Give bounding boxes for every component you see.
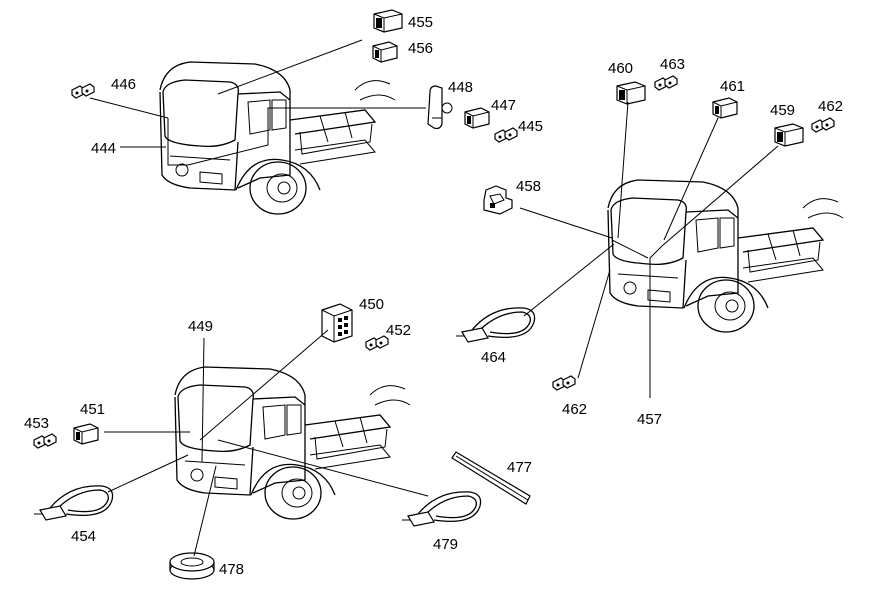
callout-458: 458 bbox=[516, 178, 541, 195]
callout-477: 477 bbox=[507, 459, 532, 476]
callout-461: 461 bbox=[720, 78, 745, 95]
terminal-icon bbox=[365, 335, 389, 351]
cable-tie-icon bbox=[33, 485, 114, 521]
callout-447: 447 bbox=[491, 97, 516, 114]
connector-icon bbox=[372, 41, 398, 63]
callout-numbers: 444 445 446 447 448 449 450 451 452 453 … bbox=[24, 14, 843, 578]
terminal-icon bbox=[33, 433, 57, 449]
callout-457: 457 bbox=[637, 411, 662, 428]
callout-454: 454 bbox=[71, 528, 96, 545]
relay-icon bbox=[616, 81, 646, 105]
connector-icon bbox=[73, 423, 99, 445]
callout-448: 448 bbox=[448, 79, 473, 96]
terminal-icon bbox=[654, 75, 678, 91]
callout-463: 463 bbox=[660, 56, 685, 73]
callout-450: 450 bbox=[359, 296, 384, 313]
terminal-icon bbox=[552, 375, 576, 391]
leader-lines bbox=[89, 39, 779, 557]
callout-455: 455 bbox=[408, 14, 433, 31]
terminal-icon bbox=[494, 127, 518, 143]
connector-block-icon bbox=[321, 303, 353, 343]
callout-444: 444 bbox=[91, 140, 116, 157]
callout-459: 459 bbox=[770, 102, 795, 119]
callout-462-bottom: 462 bbox=[562, 401, 587, 418]
callout-446: 446 bbox=[111, 76, 136, 93]
callout-460: 460 bbox=[608, 60, 633, 77]
connector-icon bbox=[712, 97, 738, 119]
relay-icon bbox=[774, 123, 804, 147]
connector-icon bbox=[464, 107, 490, 129]
callout-478: 478 bbox=[219, 561, 244, 578]
cable-tie-icon bbox=[455, 307, 536, 343]
cable-tie-icon bbox=[401, 491, 482, 527]
terminal-icon bbox=[71, 83, 95, 99]
terminal-icon bbox=[811, 117, 835, 133]
relay-icon bbox=[373, 9, 403, 33]
sleeve-icon bbox=[451, 451, 531, 505]
callout-445: 445 bbox=[518, 118, 543, 135]
callout-453: 453 bbox=[24, 415, 49, 432]
fuse-holder-icon bbox=[483, 185, 513, 215]
truck-cab-top-left bbox=[159, 61, 396, 215]
callout-464: 464 bbox=[481, 349, 506, 366]
grommet-icon bbox=[169, 552, 215, 580]
callout-479: 479 bbox=[433, 536, 458, 553]
callout-452: 452 bbox=[386, 322, 411, 339]
callout-456: 456 bbox=[408, 40, 433, 57]
truck-cab-bottom-left bbox=[174, 366, 411, 520]
callout-449: 449 bbox=[188, 318, 213, 335]
callout-451: 451 bbox=[80, 401, 105, 418]
bracket-icon bbox=[427, 85, 453, 130]
callout-462-top: 462 bbox=[818, 98, 843, 115]
